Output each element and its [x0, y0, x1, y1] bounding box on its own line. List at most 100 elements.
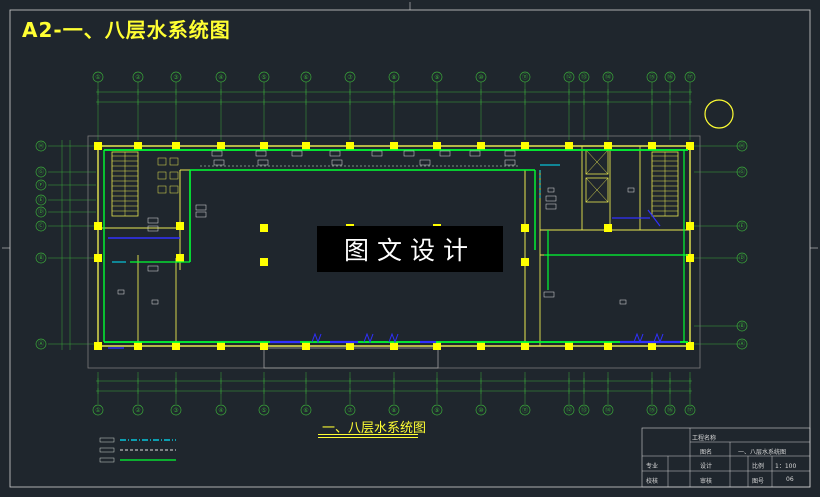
- axis-bubble-top-label: ②: [135, 74, 141, 81]
- toilet-fixture: [157, 157, 167, 166]
- structural-column: [134, 342, 142, 350]
- structural-column: [134, 142, 142, 150]
- structural-column: [521, 142, 529, 150]
- axis-bubble-top-label: ⑥: [303, 74, 308, 81]
- title-block-scale-value: 1：100: [775, 463, 797, 470]
- axis-bubble-right-label: Ⓓ: [739, 254, 745, 262]
- axis-bubble-bottom-label: ⑯: [667, 406, 673, 414]
- structural-column: [648, 142, 656, 150]
- equipment-tag: [439, 150, 451, 157]
- room-label-mark: [619, 299, 627, 305]
- structural-column: [217, 142, 225, 150]
- axis-bubble-right-label: Ⓗ: [739, 142, 745, 150]
- structural-column: [477, 142, 485, 150]
- axis-bubble-top: [431, 71, 443, 83]
- axis-bubble-bottom: [388, 404, 400, 416]
- axis-bubble-bottom: [431, 404, 443, 416]
- axis-bubble-bottom: [132, 404, 144, 416]
- structural-column: [260, 224, 268, 232]
- axis-bubble-bottom: [563, 404, 575, 416]
- title-block-project-label: 工程名称: [692, 435, 717, 442]
- equipment-tag: [543, 291, 555, 298]
- axis-bubble-left: [35, 338, 47, 350]
- axis-bubble-top-label: ④: [218, 74, 223, 81]
- axis-bubble-top: [388, 71, 400, 83]
- structural-column: [94, 254, 102, 262]
- structural-column: [346, 342, 354, 350]
- title-block-frame: [641, 427, 811, 488]
- axis-bubble-top-label: ⑩: [478, 74, 483, 81]
- axis-bubble-top-label: ⑦: [347, 74, 353, 81]
- axis-bubble-top-label: ③: [173, 74, 178, 81]
- watermark: 图文设计: [317, 226, 503, 272]
- axis-bubble-right-label: Ⓔ: [739, 222, 745, 230]
- axis-bubble-top: [344, 71, 356, 83]
- room-label-mark: [151, 299, 159, 305]
- axis-bubble-left-label: Ⓑ: [38, 254, 44, 262]
- equipment-tag: [403, 150, 415, 157]
- drain-fixture: [311, 332, 322, 344]
- structural-column: [390, 142, 398, 150]
- axis-bubble-bottom-label: ③: [173, 407, 178, 414]
- axis-bubble-right: [736, 338, 748, 350]
- structural-column: [604, 224, 612, 232]
- equipment-tag: [211, 150, 223, 157]
- axis-bubble-bottom: [258, 404, 270, 416]
- axis-bubble-bottom-label: ⑪: [522, 406, 528, 414]
- structural-column: [346, 142, 354, 150]
- structural-column: [477, 342, 485, 350]
- axis-bubble-bottom: [170, 404, 182, 416]
- title-block-check-label: 校核: [646, 478, 659, 485]
- axis-bubble-bottom-label: ⑨: [434, 407, 439, 414]
- structural-column: [604, 342, 612, 350]
- north-arrow-circle: [704, 99, 734, 129]
- axis-bubble-bottom-label: ②: [135, 407, 141, 414]
- legend-label-mark: [99, 457, 115, 463]
- axis-bubble-bottom: [215, 404, 227, 416]
- axis-bubble-left: [35, 140, 47, 152]
- axis-bubble-left: [35, 194, 47, 206]
- axis-bubble-bottom: [602, 404, 614, 416]
- axis-bubble-bottom: [664, 404, 676, 416]
- structural-column: [686, 342, 694, 350]
- equipment-tag: [545, 203, 557, 210]
- axis-bubble-top: [92, 71, 104, 83]
- axis-bubble-top-label: ⑨: [434, 74, 439, 81]
- axis-bubble-bottom: [300, 404, 312, 416]
- axis-bubble-left-label: Ⓕ: [38, 181, 44, 189]
- axis-bubble-top-label: ⑪: [522, 73, 528, 81]
- axis-bubble-top: [563, 71, 575, 83]
- axis-bubble-right: [736, 140, 748, 152]
- structural-column: [176, 222, 184, 230]
- axis-bubble-left: [35, 166, 47, 178]
- equipment-tag: [504, 150, 516, 157]
- structural-column: [94, 142, 102, 150]
- room-label-mark: [627, 187, 635, 193]
- drain-fixture: [388, 332, 399, 344]
- equipment-tag: [147, 217, 159, 224]
- toilet-fixture: [169, 171, 179, 180]
- entrance-canopy: [263, 347, 439, 369]
- axis-bubble-left: [35, 206, 47, 218]
- axis-bubble-bottom: [344, 404, 356, 416]
- axis-bubble-top-label: ⑫: [566, 73, 572, 81]
- caption-underline-2: [318, 437, 418, 438]
- toilet-fixture: [169, 157, 179, 166]
- axis-bubble-top-label: ⑰: [687, 73, 693, 81]
- drawing-title: A2-一、八层水系统图: [22, 18, 231, 42]
- structural-column: [686, 142, 694, 150]
- equipment-tag: [257, 159, 269, 166]
- structural-column: [648, 342, 656, 350]
- equipment-tag: [213, 159, 225, 166]
- plan-caption: 一、八层水系统图: [322, 421, 427, 436]
- axis-bubble-left-label: Ⓐ: [38, 340, 44, 348]
- axis-bubble-top: [578, 71, 590, 83]
- axis-bubble-top: [170, 71, 182, 83]
- elevator-cross: [585, 177, 609, 203]
- axis-bubble-bottom: [92, 404, 104, 416]
- structural-column: [565, 142, 573, 150]
- equipment-tag: [545, 195, 557, 202]
- axis-bubble-left: [35, 179, 47, 191]
